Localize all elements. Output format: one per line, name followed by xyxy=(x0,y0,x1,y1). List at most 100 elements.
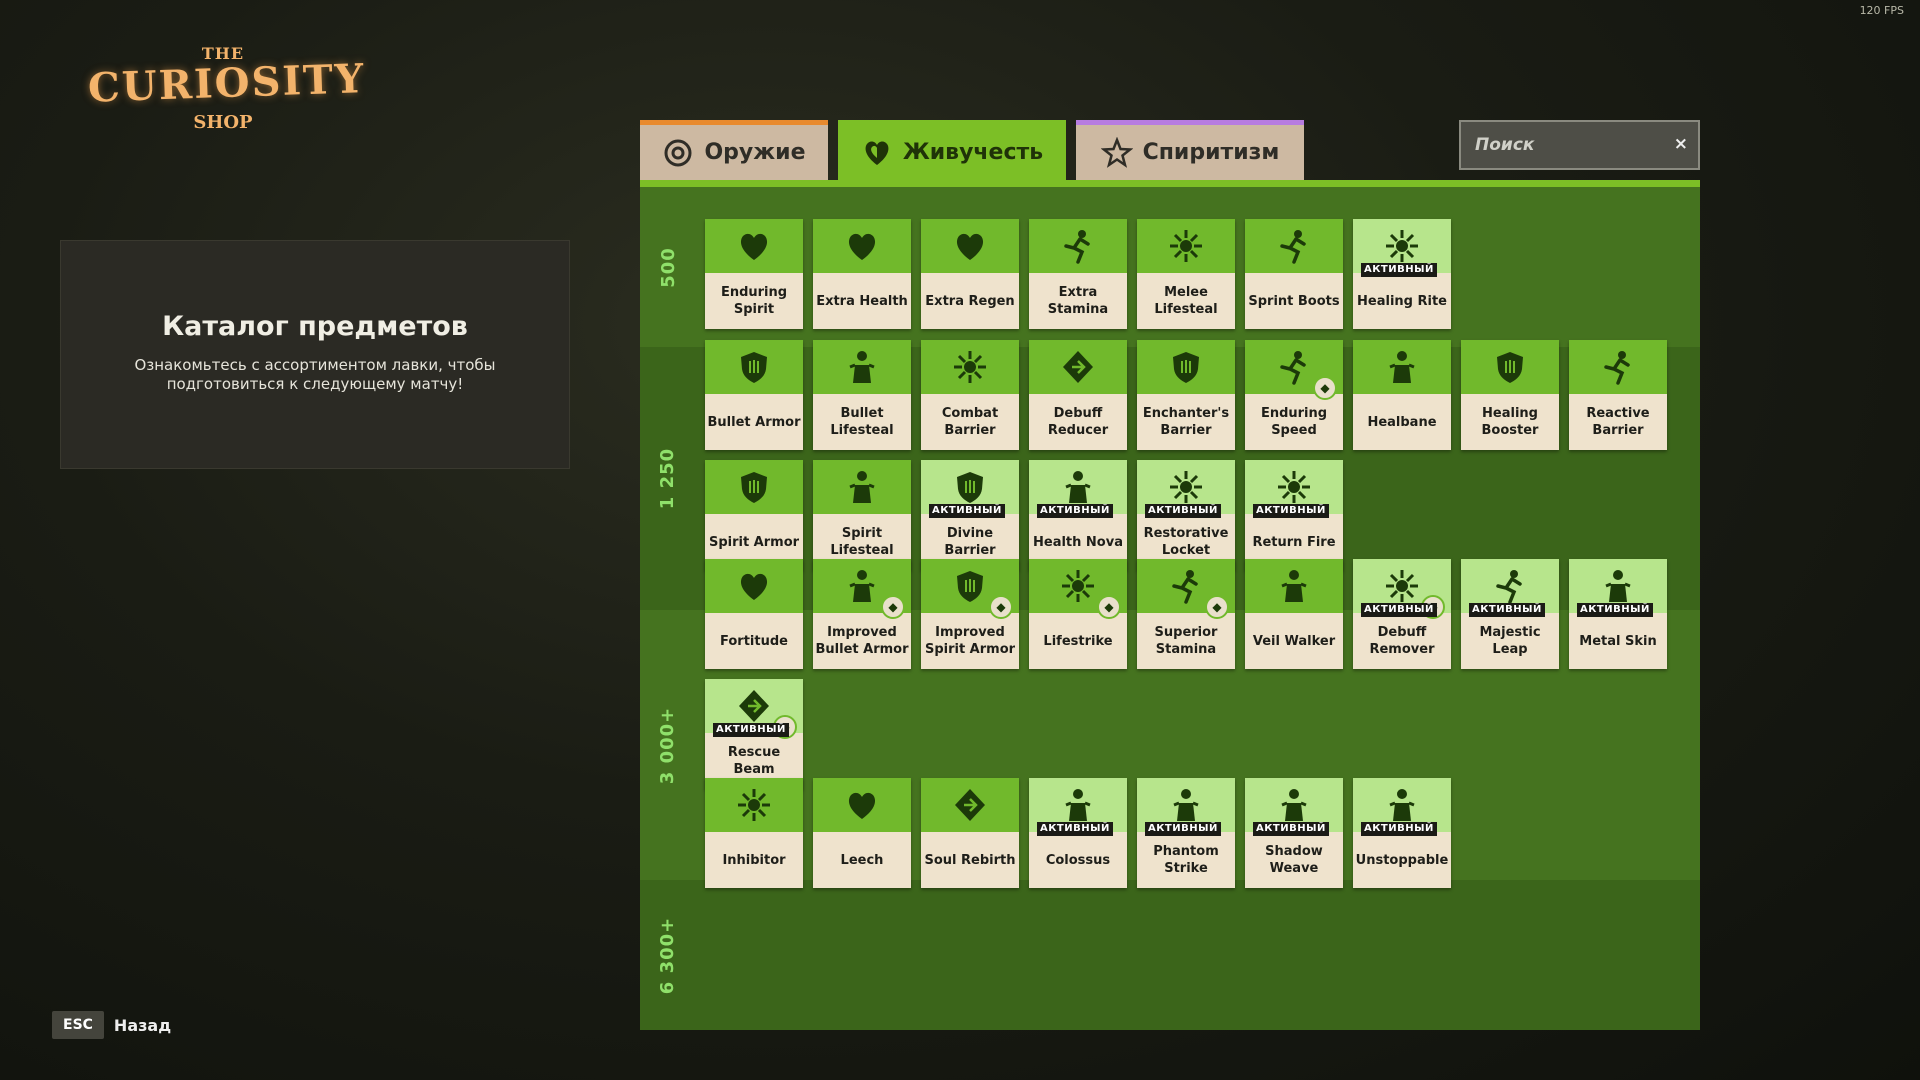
item-card[interactable]: Bullet Lifesteal xyxy=(813,340,911,450)
item-card[interactable]: Enduring Spirit xyxy=(705,219,803,329)
soul-rebirth-icon xyxy=(955,789,985,821)
item-name: Healbane xyxy=(1367,414,1437,430)
component-indicator-icon: ◆ xyxy=(1097,595,1121,619)
esc-key-hint[interactable]: ESC xyxy=(52,1011,104,1039)
item-icon-area xyxy=(1137,219,1235,273)
clear-search-icon[interactable]: × xyxy=(1673,134,1688,154)
item-card[interactable]: Debuff Reducer xyxy=(1029,340,1127,450)
item-card[interactable]: Spirit Armor xyxy=(705,460,803,570)
component-indicator-icon: ◆ xyxy=(881,595,905,619)
return-fire-icon xyxy=(1278,471,1310,503)
logo-curiosity: CURIOSITY xyxy=(87,55,367,112)
item-name: Metal Skin xyxy=(1579,633,1657,649)
tab-vitality[interactable]: Живучесть xyxy=(838,120,1066,184)
item-card[interactable]: ◆Superior Stamina xyxy=(1137,559,1235,669)
item-card[interactable]: Melee Lifesteal xyxy=(1137,219,1235,329)
item-card[interactable]: Veil Walker xyxy=(1245,559,1343,669)
tier-price: 500 xyxy=(656,187,680,347)
fortitude-icon xyxy=(740,573,768,600)
item-icon-area xyxy=(921,778,1019,832)
item-icon-area xyxy=(705,778,803,832)
item-name: Improved Spirit Armor xyxy=(924,625,1016,657)
enchanter-s-barrier-icon xyxy=(1173,352,1199,383)
vitality-icon xyxy=(865,141,889,165)
item-name: Fortitude xyxy=(720,633,788,649)
unstoppable-icon xyxy=(1389,789,1415,821)
item-name: Bullet Armor xyxy=(707,414,801,430)
item-card[interactable]: Spirit Lifesteal xyxy=(813,460,911,570)
item-card[interactable]: ◆ Improved Spirit Armor xyxy=(921,559,1019,669)
search-box[interactable]: × xyxy=(1459,120,1700,170)
enduring-spirit-icon xyxy=(740,233,768,260)
tab-spirit[interactable]: Спиритизм xyxy=(1076,120,1304,180)
active-badge: АКТИВНЫЙ xyxy=(929,504,1005,518)
item-card[interactable]: Inhibitor xyxy=(705,778,803,888)
tier-price-label: 1 250 xyxy=(657,447,679,510)
bullet-armor-icon xyxy=(741,352,767,383)
item-card[interactable]: Enchanter's Barrier xyxy=(1137,340,1235,450)
search-input[interactable] xyxy=(1475,135,1660,155)
extra-regen-icon xyxy=(956,233,984,260)
tier-price-label: 3 000+ xyxy=(657,706,679,784)
item-card[interactable]: Healing Booster xyxy=(1461,340,1559,450)
item-card[interactable]: ◆Enduring Speed xyxy=(1245,340,1343,450)
item-card[interactable]: Combat Barrier xyxy=(921,340,1019,450)
item-icon-area xyxy=(813,778,911,832)
item-name: Inhibitor xyxy=(722,852,786,868)
active-badge: АКТИВНЫЙ xyxy=(1253,822,1329,836)
component-indicator-icon: ◆ xyxy=(1313,376,1337,400)
improved-bullet-armor-icon xyxy=(849,570,875,602)
leech-icon xyxy=(848,792,876,819)
phantom-strike-icon xyxy=(1173,789,1199,821)
item-card[interactable]: Sprint Boots xyxy=(1245,219,1343,329)
tab-vitality-label: Живучесть xyxy=(902,139,1044,165)
item-card[interactable]: Extra Regen xyxy=(921,219,1019,329)
item-card[interactable]: ◆Lifestrike xyxy=(1029,559,1127,669)
item-icon-area xyxy=(705,460,803,514)
divine-barrier-icon xyxy=(957,472,983,503)
superior-stamina-icon xyxy=(1172,570,1198,604)
item-card[interactable]: Leech xyxy=(813,778,911,888)
extra-stamina-icon xyxy=(1064,230,1090,264)
back-label[interactable]: Назад xyxy=(113,1015,172,1035)
item-icon-area xyxy=(705,559,803,613)
back-control[interactable]: ESC Назад xyxy=(52,1011,171,1039)
item-card[interactable]: Soul Rebirth xyxy=(921,778,1019,888)
item-card[interactable]: Extra Health xyxy=(813,219,911,329)
item-name: Melee Lifesteal xyxy=(1154,285,1218,317)
item-icon-area xyxy=(1569,340,1667,394)
item-name: Health Nova xyxy=(1033,534,1123,550)
item-icon-area xyxy=(1353,340,1451,394)
debuff-remover-icon xyxy=(1386,570,1418,602)
item-card[interactable]: Fortitude xyxy=(705,559,803,669)
item-icon-area xyxy=(705,340,803,394)
active-badge: АКТИВНЫЙ xyxy=(713,723,789,737)
item-card[interactable]: Bullet Armor xyxy=(705,340,803,450)
bullet-lifesteal-icon xyxy=(849,351,875,383)
item-card[interactable]: Healbane xyxy=(1353,340,1451,450)
item-card[interactable]: ◆Improved Bullet Armor xyxy=(813,559,911,669)
item-card[interactable]: Extra Stamina xyxy=(1029,219,1127,329)
tab-weapon[interactable]: Оружие xyxy=(640,120,828,180)
item-icon-area xyxy=(1029,219,1127,273)
item-icon-area xyxy=(1029,340,1127,394)
item-card[interactable]: Reactive Barrier xyxy=(1569,340,1667,450)
item-name: Unstoppable xyxy=(1355,852,1449,868)
component-indicator-icon: ◆ xyxy=(989,595,1013,619)
item-icon-area xyxy=(921,219,1019,273)
item-name: Soul Rebirth xyxy=(924,852,1016,868)
